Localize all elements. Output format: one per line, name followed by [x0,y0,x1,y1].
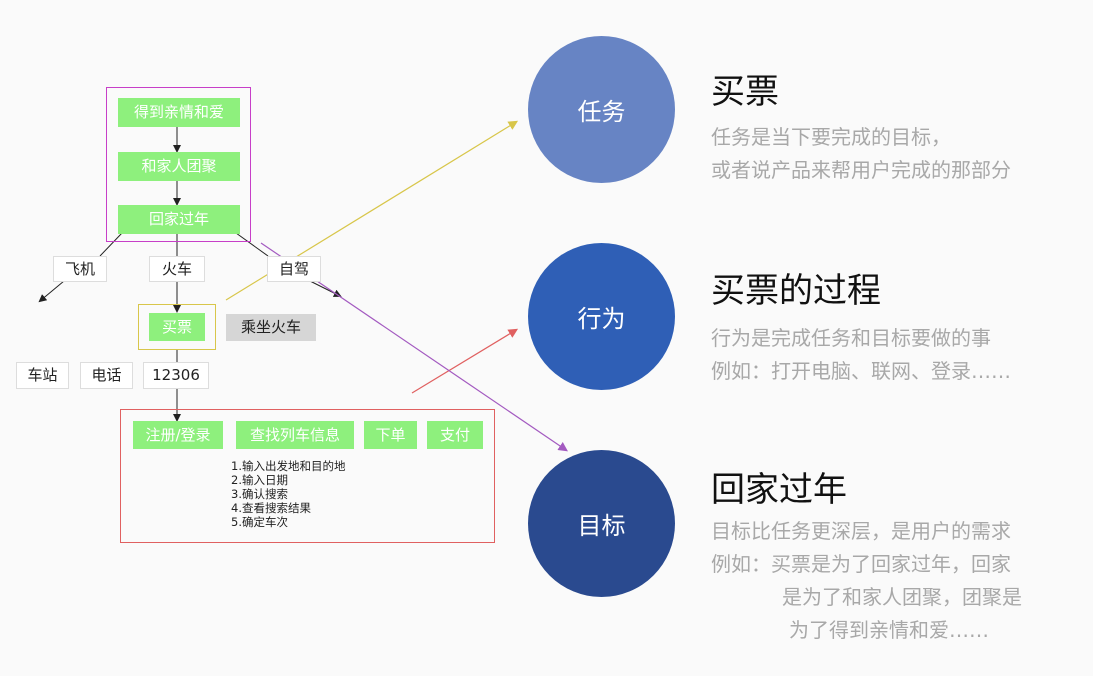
transport-plane: 飞机 [53,256,107,282]
behavior-desc: 行为是完成任务和目标要做的事 例如：打开电脑、联网、登录…… [711,322,1011,388]
behavior-title: 买票的过程 [711,271,881,311]
steps-list: 1.输入出发地和目的地 2.输入日期 3.确认搜索 4.查看搜索结果 5.确定车… [231,459,345,529]
buy-ticket-frame [138,304,216,350]
goal-desc-line: 例如：买票是为了回家过年，回家 [711,552,1011,576]
behavior-desc-line: 行为是完成任务和目标要做的事 [711,326,991,350]
step-item: 2.输入日期 [231,473,288,487]
goal-desc: 目标比任务更深层，是用户的需求 例如：买票是为了回家过年，回家 是为了和家人团聚… [711,515,1022,647]
task-desc: 任务是当下要完成的目标， 或者说产品来帮用户完成的那部分 [711,121,1011,187]
channel-station: 车站 [16,362,69,389]
channel-12306: 12306 [143,362,209,389]
task-desc-line: 或者说产品来帮用户完成的那部分 [711,158,1011,182]
action-register: 注册/登录 [133,421,223,449]
action-order: 下单 [364,421,417,449]
arrow-plane-down [38,280,65,303]
channel-phone: 电话 [80,362,133,389]
arrow-drive [309,280,342,297]
goal-chain-frame [106,87,251,242]
task-desc-line: 任务是当下要完成的目标， [711,125,951,149]
goal-circle: 目标 [528,450,675,597]
goal-desc-line: 目标比任务更深层，是用户的需求 [711,519,1011,543]
actions-frame [120,409,495,543]
step-item: 5.确定车次 [231,515,288,529]
goal-desc-line: 为了得到亲情和爱…… [789,618,989,642]
behavior-desc-line: 例如：打开电脑、联网、登录…… [711,359,1011,383]
buy-ticket-box: 买票 [149,313,205,341]
reunion-box: 和家人团聚 [118,152,240,181]
task-title: 买票 [711,72,779,112]
task-circle: 任务 [528,36,675,183]
ride-train-box: 乘坐火车 [226,314,316,341]
step-item: 3.确认搜索 [231,487,288,501]
goal-box: 得到亲情和爱 [118,98,240,127]
step-item: 4.查看搜索结果 [231,501,311,515]
behavior-circle: 行为 [528,243,675,390]
goal-title: 回家过年 [711,470,847,510]
action-search-trains: 查找列车信息 [236,421,354,449]
red-arrow-behavior [411,328,519,394]
transport-drive: 自驾 [267,256,321,282]
action-pay: 支付 [427,421,483,449]
step-item: 1.输入出发地和目的地 [231,459,346,473]
home-box: 回家过年 [118,205,240,234]
transport-train: 火车 [149,256,205,282]
goal-desc-line: 是为了和家人团聚，团聚是 [782,585,1022,609]
